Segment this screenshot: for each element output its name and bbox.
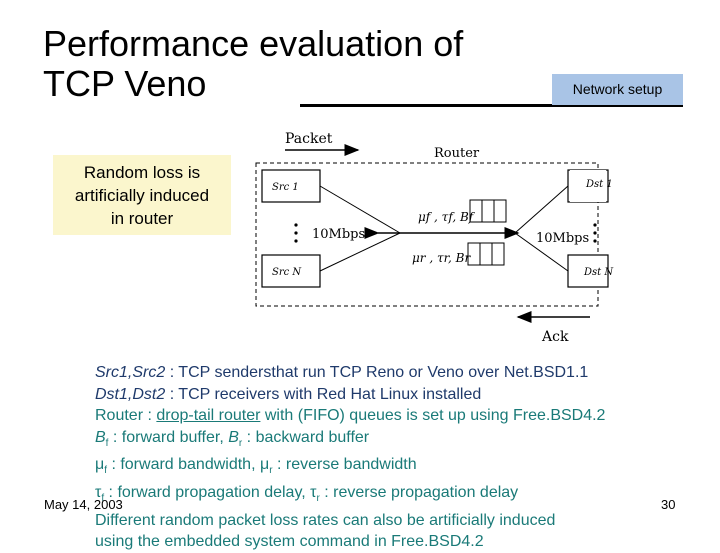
forward-params: μf , τf, Bf: [418, 210, 476, 224]
desc-line-6: τf : forward propagation delay, τr : rev…: [95, 483, 519, 505]
reverse-params: μr , τr, Br: [412, 251, 471, 265]
src-term: Src1,Src2: [95, 364, 166, 381]
link-right-label: 10Mbps: [536, 231, 589, 246]
desc-line-7: Different random packet loss rates can a…: [95, 511, 556, 529]
desc-line-2: Dst1,Dst2 : TCP receivers with Red Hat L…: [95, 385, 482, 403]
dst1-label: Dst 1: [585, 179, 613, 190]
drop-tail-link[interactable]: drop-tail router: [156, 407, 261, 424]
router-box: [255, 162, 599, 307]
slide-title: Performance evaluation of TCP Veno: [43, 24, 463, 104]
desc-line-8: using the embedded system command in Fre…: [95, 533, 484, 551]
callout-line-3: in router: [110, 209, 174, 228]
link-left-label: 10Mbps: [312, 227, 365, 242]
dstN-label: Dst N: [583, 267, 614, 278]
callout-line-2: artificially induced: [74, 186, 210, 205]
network-setup-tag: Network setup: [552, 74, 683, 105]
packet-label: Packet: [285, 131, 333, 147]
network-diagram: Packet Router Src 1 Src N Dst 1 Dst N 10…: [255, 131, 614, 345]
router-label: Router: [434, 146, 480, 161]
callout-line-1: Random loss is: [83, 163, 201, 182]
srcN-label: Src N: [272, 267, 302, 278]
footer-date: May 14, 2003: [44, 497, 123, 512]
desc-line-3: Router : drop-tail router with (FIFO) qu…: [95, 407, 606, 424]
router-term: Router: [95, 407, 144, 424]
random-loss-callout: Random loss is artificially induced in r…: [53, 155, 231, 235]
src1-box: [261, 169, 321, 203]
title-line-1: Performance evaluation of: [43, 23, 464, 64]
desc-line-4: Bf : forward buffer, Br : backward buffe…: [95, 428, 370, 449]
setup-description: Src1,Src2 : TCP sendersthat run TCP Reno…: [95, 362, 605, 553]
desc-line-5: μf : forward bandwidth, μr : reverse ban…: [95, 456, 417, 477]
ack-label: Ack: [541, 329, 569, 345]
title-underline: [300, 104, 683, 107]
src1-label: Src 1: [272, 182, 299, 193]
desc-line-1: Src1,Src2 : TCP sendersthat run TCP Reno…: [95, 364, 589, 381]
dst-term: Dst1,Dst2: [95, 385, 166, 403]
title-line-2: TCP Veno: [43, 63, 207, 104]
page-number: 30: [661, 497, 676, 512]
